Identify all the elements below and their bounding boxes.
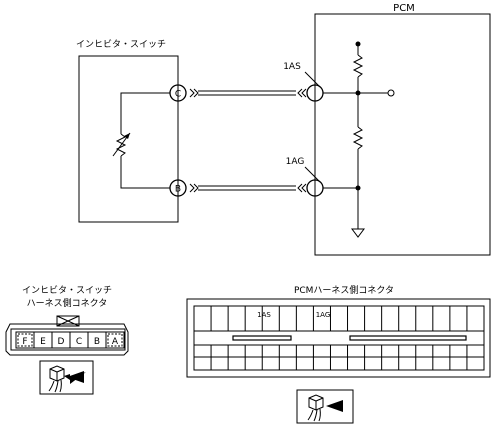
pin-c: C: [76, 337, 82, 347]
pin-f: F: [22, 337, 27, 347]
leader-1as: [304, 71, 321, 88]
wire-b-1ag: [189, 183, 307, 193]
label-1ag: 1AG: [286, 157, 305, 167]
switch-harness-connector: インヒビタ・スイッチ ハーネス側コネクタ F E D C B A: [5, 285, 129, 395]
switch-title: インヒビタ・スイッチ: [76, 39, 166, 50]
switch-connector-title-2: ハーネス側コネクタ: [27, 297, 108, 309]
pcm-connector-cell-grid: [193, 305, 485, 371]
label-1as: 1AS: [283, 62, 301, 72]
harness-side-view-icon: [39, 360, 94, 395]
switch-box: [78, 55, 179, 223]
pcm-connector-row: [193, 305, 485, 332]
terminal-1as: [306, 84, 324, 102]
pcm-box: [314, 13, 491, 256]
lock-slot-left: [232, 335, 292, 341]
pin-e: E: [40, 337, 46, 347]
ground-icon: [351, 228, 365, 238]
divider-resistor: [352, 126, 364, 150]
signal-output-terminal: [387, 89, 395, 97]
pcm-harness-connector: PCMハーネス側コネクタ 1AS 1AG: [186, 284, 491, 424]
inhibitor-switch-block: インヒビタ・スイッチ C B: [76, 39, 187, 223]
leader-1ag: [304, 166, 321, 183]
pcm-connector-title: PCMハーネス側コネクタ: [294, 284, 394, 296]
pcm-pin-1ag: 1AG: [316, 311, 331, 319]
wire-c-1as: [189, 88, 307, 98]
pcm-pin-1as: 1AS: [257, 311, 271, 319]
pcm-block: PCM 1AS 1AG: [283, 3, 491, 256]
variable-resistor: [115, 133, 127, 157]
terminal-1ag: [306, 179, 324, 197]
pull-up-resistor: [352, 54, 364, 78]
pcm-connector-row: [193, 344, 485, 358]
switch-connector-title-1: インヒビタ・スイッチ: [22, 285, 112, 296]
terminal-c: [169, 84, 187, 102]
pin-a: A: [112, 337, 119, 347]
pcm-connector-row: [193, 356, 485, 371]
pcm-harness-side-view-icon: [296, 389, 354, 424]
terminal-b: [169, 179, 187, 197]
pcm-title: PCM: [393, 3, 415, 14]
lock-slot-right: [349, 335, 467, 341]
terminal-c-label: C: [175, 90, 181, 100]
pin-b: B: [94, 337, 100, 347]
pin-d: D: [58, 337, 65, 347]
terminal-b-label: B: [175, 185, 181, 195]
